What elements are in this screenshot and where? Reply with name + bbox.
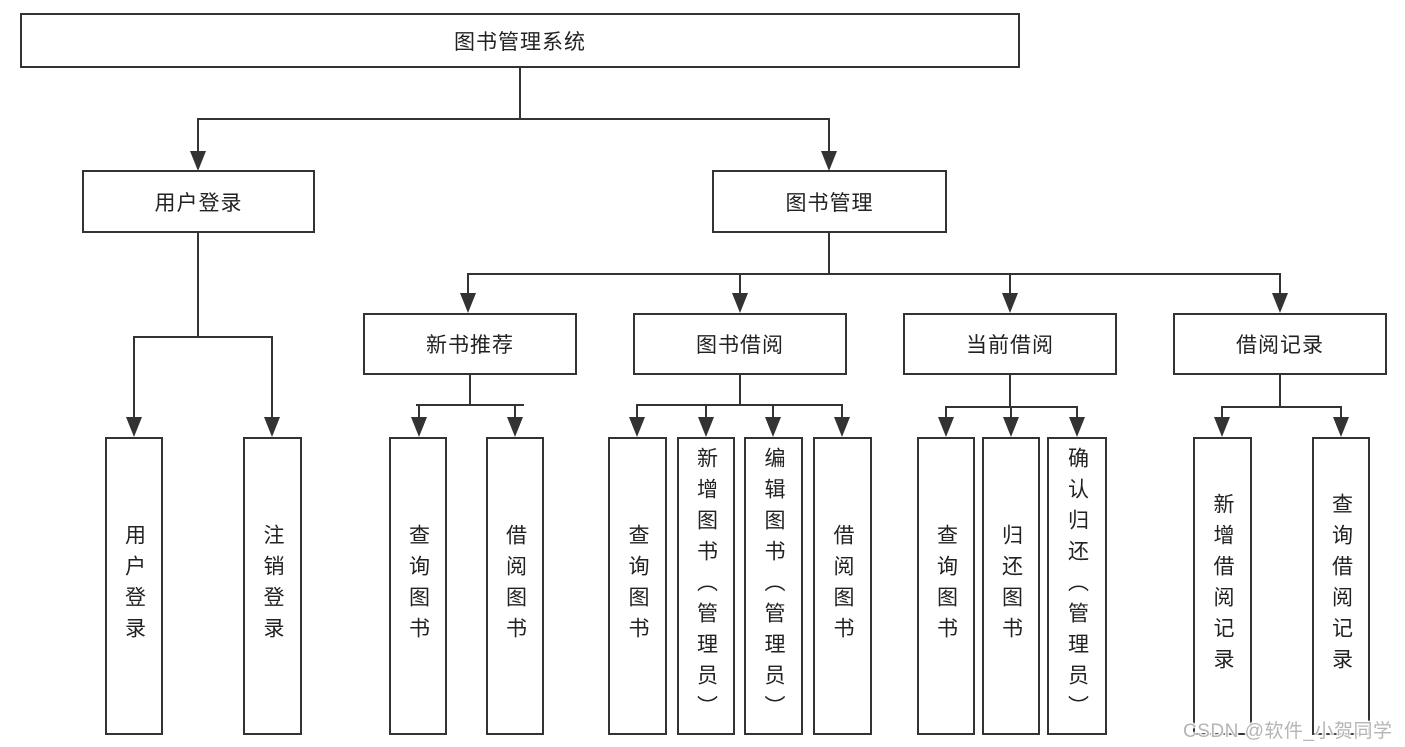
node-query-books-recommend: 查询图书 xyxy=(389,437,447,735)
connector-line xyxy=(1009,273,1011,295)
connector-line xyxy=(772,404,774,418)
connector-line xyxy=(418,404,420,418)
node-label: 用户登录 xyxy=(154,191,243,215)
node-add-borrow-record: 新增借阅记录 xyxy=(1193,437,1252,735)
connector-line xyxy=(828,233,830,275)
node-label: 查询图书 xyxy=(626,524,649,648)
node-query-books-current: 查询图书 xyxy=(917,437,975,735)
arrow-down-icon xyxy=(411,417,427,437)
arrow-down-icon xyxy=(507,417,523,437)
node-return-books: 归还图书 xyxy=(982,437,1040,735)
node-label: 查询图书 xyxy=(934,524,958,648)
connector-line xyxy=(636,404,638,418)
arrow-down-icon xyxy=(938,417,954,437)
node-book-management: 图书管理 xyxy=(712,170,947,233)
node-label: 编辑图书（管理员） xyxy=(762,446,785,726)
connector-line xyxy=(467,273,1281,275)
node-user-login: 用户登录 xyxy=(82,170,315,233)
node-book-borrowing: 图书借阅 xyxy=(633,313,847,375)
connector-line xyxy=(197,118,199,153)
connector-line xyxy=(828,118,830,153)
connector-line xyxy=(1340,406,1342,418)
arrow-down-icon xyxy=(1002,293,1018,313)
node-borrow-books-recommend: 借阅图书 xyxy=(486,437,544,735)
arrow-down-icon xyxy=(698,417,714,437)
node-label: 图书管理系统 xyxy=(454,30,586,54)
node-label: 图书管理 xyxy=(785,191,874,215)
node-add-books-admin: 新增图书（管理员） xyxy=(677,437,735,735)
connector-line xyxy=(841,404,843,418)
arrow-down-icon xyxy=(834,417,850,437)
connector-line xyxy=(1279,273,1281,295)
connector-line xyxy=(705,404,707,418)
connector-line xyxy=(467,273,469,295)
node-label: 归还图书 xyxy=(999,524,1023,648)
arrow-down-icon xyxy=(821,151,837,171)
connector-line xyxy=(739,375,741,406)
node-label: 借阅记录 xyxy=(1236,334,1324,357)
connector-line xyxy=(1221,406,1342,408)
connector-line xyxy=(133,336,135,418)
connector-line xyxy=(469,375,471,406)
node-label: 新书推荐 xyxy=(426,334,514,357)
node-label: 用户登录 xyxy=(122,524,146,648)
connector-line xyxy=(514,404,516,418)
node-label: 查询借阅记录 xyxy=(1329,493,1353,679)
node-label: 新增图书（管理员） xyxy=(694,446,718,726)
arrow-down-icon xyxy=(126,417,142,437)
node-label: 确认归还（管理员） xyxy=(1065,446,1089,726)
arrow-down-icon xyxy=(190,151,206,171)
arrow-down-icon xyxy=(1003,417,1019,437)
node-query-borrow-record: 查询借阅记录 xyxy=(1312,437,1370,735)
arrow-down-icon xyxy=(629,417,645,437)
node-library-management-system: 图书管理系统 xyxy=(20,13,1020,68)
node-borrowing-records: 借阅记录 xyxy=(1173,313,1387,375)
node-label: 新增借阅记录 xyxy=(1211,493,1234,679)
arrow-down-icon xyxy=(1214,417,1230,437)
connector-line xyxy=(636,404,843,406)
node-label: 借阅图书 xyxy=(831,524,854,648)
node-label: 借阅图书 xyxy=(503,524,527,648)
connector-line xyxy=(133,336,273,338)
connector-line xyxy=(1221,406,1223,418)
connector-line xyxy=(739,273,741,295)
node-label: 图书借阅 xyxy=(696,334,784,357)
connector-line xyxy=(1010,406,1012,418)
arrow-down-icon xyxy=(765,417,781,437)
connector-line xyxy=(416,404,524,406)
arrow-down-icon xyxy=(1333,417,1349,437)
connector-line xyxy=(1009,375,1011,408)
node-label: 注销登录 xyxy=(261,524,284,648)
connector-line xyxy=(945,406,947,418)
connector-line xyxy=(519,68,521,119)
node-query-books-borrowing: 查询图书 xyxy=(608,437,667,735)
connector-line xyxy=(1279,375,1281,408)
arrow-down-icon xyxy=(264,417,280,437)
arrow-down-icon xyxy=(460,293,476,313)
arrow-down-icon xyxy=(1069,417,1085,437)
arrow-down-icon xyxy=(1272,293,1288,313)
connector-line xyxy=(1076,406,1078,418)
csdn-watermark: CSDN @软件_小贺同学 xyxy=(1183,721,1393,742)
node-logout-leaf: 注销登录 xyxy=(243,437,302,735)
node-confirm-return-admin: 确认归还（管理员） xyxy=(1047,437,1107,735)
node-edit-books-admin: 编辑图书（管理员） xyxy=(744,437,803,735)
connector-line xyxy=(197,118,830,120)
node-current-borrowing: 当前借阅 xyxy=(903,313,1117,375)
arrow-down-icon xyxy=(732,293,748,313)
node-label: 当前借阅 xyxy=(966,334,1054,357)
connector-line xyxy=(197,232,199,338)
node-label: 查询图书 xyxy=(406,524,430,648)
node-new-book-recommend: 新书推荐 xyxy=(363,313,577,375)
node-user-login-leaf: 用户登录 xyxy=(105,437,163,735)
node-borrow-books-borrowing: 借阅图书 xyxy=(813,437,872,735)
connector-line xyxy=(271,336,273,418)
